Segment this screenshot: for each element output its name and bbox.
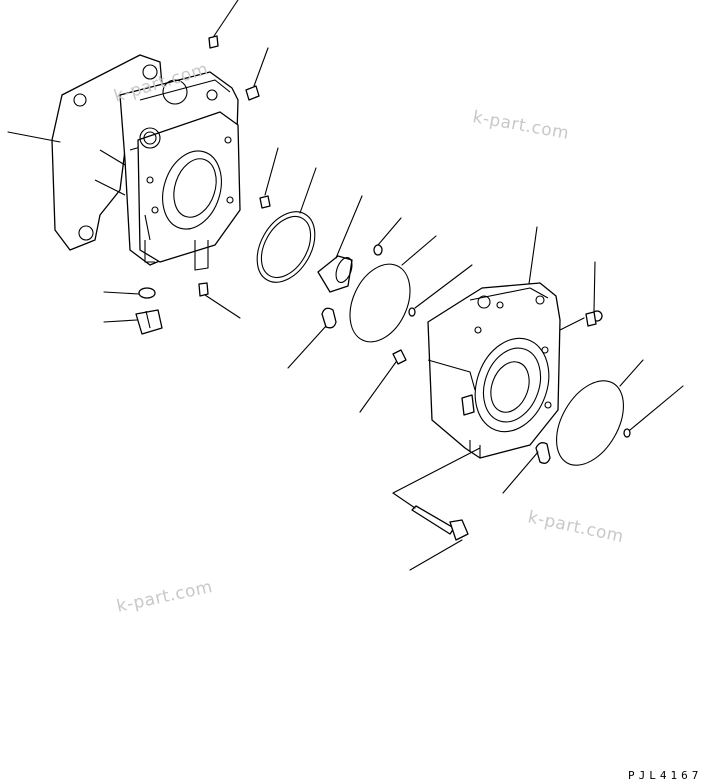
pump-case-housing (51, 54, 241, 271)
watermark: k-part.com (471, 107, 571, 144)
left-small-parts (135, 35, 271, 335)
drawing-code: PJL4167 (628, 769, 702, 782)
middle-parts (256, 211, 416, 365)
leader-lines (7, 0, 684, 571)
watermark: k-part.com (526, 507, 626, 547)
end-cover-housing (427, 282, 561, 459)
right-small-parts (411, 310, 631, 541)
watermark: k-part.com (115, 577, 215, 617)
